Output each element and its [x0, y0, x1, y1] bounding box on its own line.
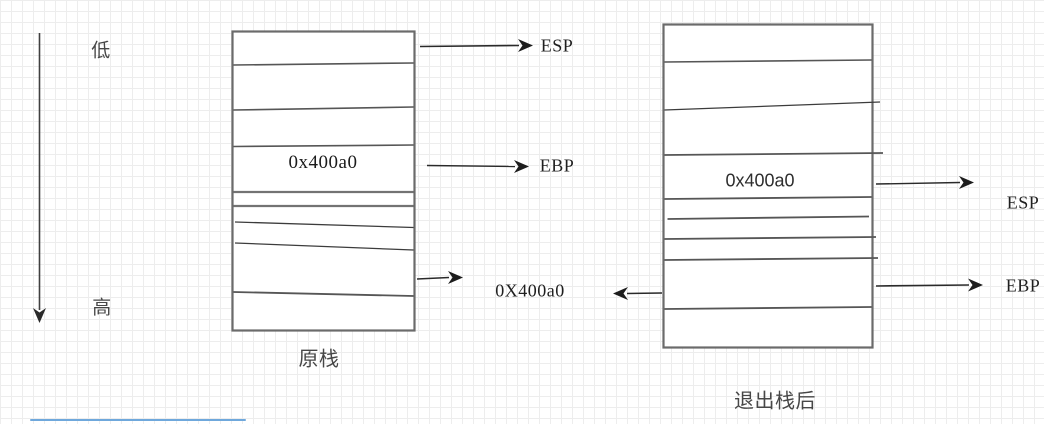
right-stack-box: [662, 23, 884, 349]
high-address-label: 高: [92, 297, 112, 319]
memory-direction-arrow: [33, 33, 46, 323]
left-esp-arrow: [419, 39, 533, 52]
left-stack-box: [231, 30, 416, 332]
left-stack-cell-value: 0x400a0: [288, 152, 358, 173]
left-esp-label: ESP: [540, 35, 574, 56]
right-stack-cell-value: 0x400a0: [725, 170, 795, 191]
right-esp-label: ESP: [1006, 192, 1040, 213]
right-ebp-arrow: [875, 278, 983, 292]
right-stack-caption: 退出栈后: [734, 390, 816, 413]
blue-accent-line: [30, 419, 246, 421]
right-esp-arrow: [875, 176, 974, 189]
left-stack-caption: 原栈: [298, 348, 340, 371]
left-saved-value-arrow: [416, 271, 463, 284]
left-ebp-arrow: [426, 160, 529, 173]
right-to-saved-value-arrow: [613, 287, 663, 300]
left-saved-value-label: 0X400a0: [495, 280, 565, 301]
left-ebp-label: EBP: [539, 155, 575, 176]
right-ebp-label: EBP: [1005, 275, 1041, 296]
low-address-label: 低: [91, 40, 111, 62]
